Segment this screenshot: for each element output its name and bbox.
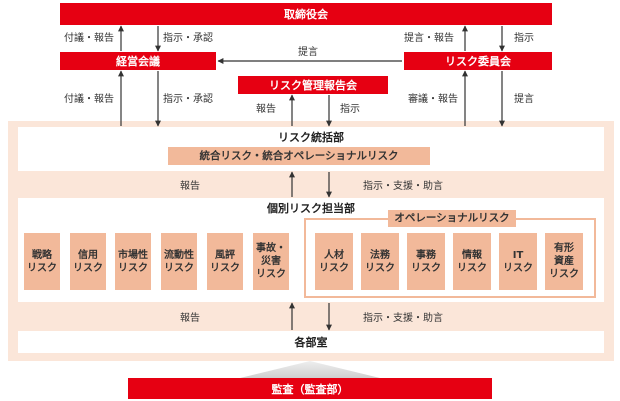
operational-risk-box: 情報 リスク [453, 233, 491, 290]
risk-box: 風評 リスク [207, 233, 243, 290]
label-low-down: 指示・支援・助言 [363, 313, 443, 324]
risk-box: 戦略 リスク [24, 233, 60, 290]
board-box: 取締役会 [60, 3, 552, 25]
label-board-rc-up: 提言・報告 [404, 33, 454, 44]
label-proposal: 提言 [298, 47, 318, 58]
management-meeting-box: 経営会議 [60, 52, 216, 70]
operational-risk-title: オペレーショナルリスク [388, 210, 516, 227]
risk-box: 流動性 リスク [161, 233, 197, 290]
operational-risk-box: IT リスク [499, 233, 537, 290]
operational-risk-box: 法務 リスク [361, 233, 399, 290]
label-mid-up: 報告 [180, 181, 200, 192]
label-board-rc-down: 指示 [514, 33, 534, 44]
departments-title: 各部室 [294, 336, 328, 349]
operational-risk-box: 事務 リスク [407, 233, 445, 290]
label-mgmt-down-up: 付議・報告 [64, 94, 114, 105]
risk-management-dept-title: リスク統括部 [278, 131, 344, 144]
audit-box: 監査（監査部） [128, 378, 492, 399]
risk-box: 市場性 リスク [115, 233, 151, 290]
departments-panel [18, 331, 604, 353]
individual-risk-dept-title: 個別リスク担当部 [267, 202, 355, 215]
operational-risk-box: 有形 資産 リスク [545, 233, 583, 290]
audit-arrow-shape [240, 361, 380, 378]
label-mid-down: 指示・支援・助言 [363, 181, 443, 192]
label-rrm-down: 指示 [340, 104, 360, 115]
risk-box: 信用 リスク [70, 233, 106, 290]
label-low-up: 報告 [180, 313, 200, 324]
risk-box: 事故・ 災害 リスク [253, 233, 289, 290]
label-rrm-up: 報告 [256, 104, 276, 115]
label-mgmt-down-down: 指示・承認 [163, 94, 213, 105]
label-board-mgmt-down: 指示・承認 [163, 33, 213, 44]
label-board-mgmt-up: 付議・報告 [64, 33, 114, 44]
label-rc-down-down: 提言 [514, 94, 534, 105]
integrated-risk-box: 統合リスク・統合オペレーショナルリスク [168, 147, 430, 165]
risk-report-meeting-box: リスク管理報告会 [238, 76, 388, 94]
operational-risk-box: 人材 リスク [315, 233, 353, 290]
risk-committee-box: リスク委員会 [404, 52, 552, 70]
label-rc-down-up: 審議・報告 [408, 94, 458, 105]
